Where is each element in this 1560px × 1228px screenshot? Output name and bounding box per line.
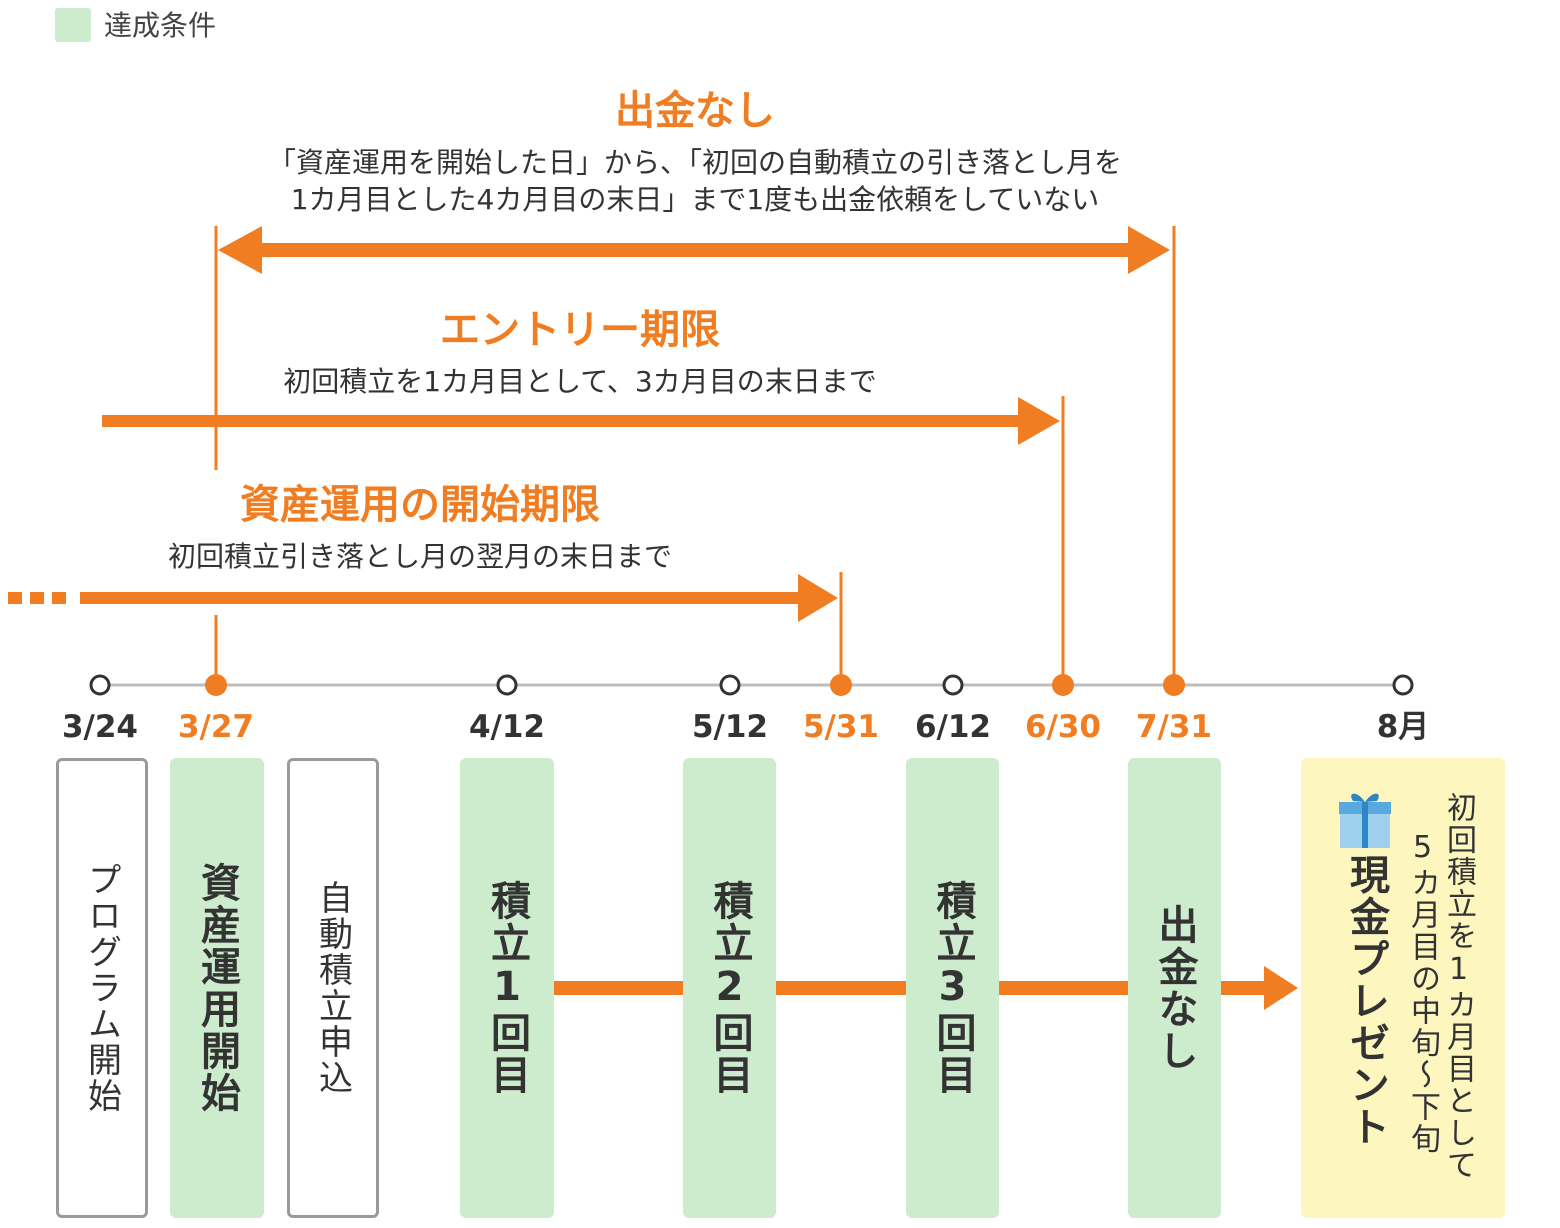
reward-note-line1: 初回積立を1カ月目として <box>1441 792 1476 1181</box>
timeline-dot <box>1392 674 1414 696</box>
timeline-dot <box>496 674 518 696</box>
step-box-condition: 資産運用開始 <box>170 758 264 1218</box>
date-label: 3/24 <box>61 709 139 745</box>
step-box: プログラム開始 <box>56 758 148 1218</box>
reward-box: 現金プレゼント 初回積立を1カ月目として 5カ月目の中旬～下旬 <box>1301 758 1505 1218</box>
step-box-condition: 積立3回目 <box>906 758 999 1218</box>
timeline-dot <box>942 674 964 696</box>
entry-arrow-head <box>1018 397 1060 445</box>
gift-icon <box>1339 793 1391 848</box>
dash-segment-2 <box>30 592 44 604</box>
step-box-condition: 積立1回目 <box>460 758 554 1218</box>
step-box-condition: 出金なし <box>1128 758 1221 1218</box>
step-label: プログラム開始 <box>81 862 122 1114</box>
start-deadline-title: 資産運用の開始期限 <box>240 482 600 528</box>
date-label: 4/12 <box>468 709 546 745</box>
withdrawal-arrow-right-head <box>1128 226 1170 274</box>
deadline-dot <box>1052 674 1074 696</box>
dash-segment-1 <box>8 592 22 604</box>
withdrawal-arrow-left-head <box>218 226 262 274</box>
date-label: 5/12 <box>691 709 769 745</box>
step-label: 積立1回目 <box>484 880 530 1096</box>
legend-swatch <box>55 8 91 42</box>
step-label: 自動積立申込 <box>312 880 353 1096</box>
date-label: 3/27 <box>177 709 255 745</box>
deadline-dot <box>830 674 852 696</box>
entry-deadline-title: エントリー期限 <box>440 307 720 353</box>
start-arrow-head <box>798 574 838 622</box>
date-label: 7/31 <box>1135 709 1213 745</box>
reward-note-line2: 5カ月目の中旬～下旬 <box>1405 830 1440 1155</box>
step-label: 資産運用開始 <box>194 862 240 1114</box>
step-box-condition: 積立2回目 <box>683 758 776 1218</box>
dash-segment-3 <box>52 592 66 604</box>
deadline-dot <box>1163 674 1185 696</box>
step-label: 積立2回目 <box>706 880 753 1096</box>
timeline-dot <box>719 674 741 696</box>
start-deadline-desc: 初回積立引き落とし月の翌月の末日まで <box>167 540 672 573</box>
withdrawal-condition-line2: 1カ月目とした4カ月目の末日」まで1度も出金依頼をしていない <box>290 183 1100 216</box>
date-label: 5/31 <box>802 709 880 745</box>
step-label: 積立3回目 <box>929 880 976 1096</box>
step-box: 自動積立申込 <box>287 758 379 1218</box>
entry-deadline-desc: 初回積立を1カ月目として、3カ月目の末日まで <box>283 365 877 398</box>
date-label: 6/12 <box>914 709 992 745</box>
withdrawal-condition-title: 出金なし <box>615 88 775 134</box>
reward-arrow-head <box>1264 966 1298 1010</box>
withdrawal-condition-line1: 「資産運用を開始した日」から、「初回の自動積立の引き落とし月を <box>267 146 1122 179</box>
date-label: 6/30 <box>1024 709 1102 745</box>
date-label: 8月 <box>1376 709 1430 745</box>
step-label: 出金なし <box>1151 904 1198 1072</box>
timeline-dot <box>89 674 111 696</box>
deadline-dot <box>205 674 227 696</box>
reward-label: 現金プレゼント <box>1343 854 1389 1148</box>
legend-label: 達成条件 <box>104 9 217 42</box>
